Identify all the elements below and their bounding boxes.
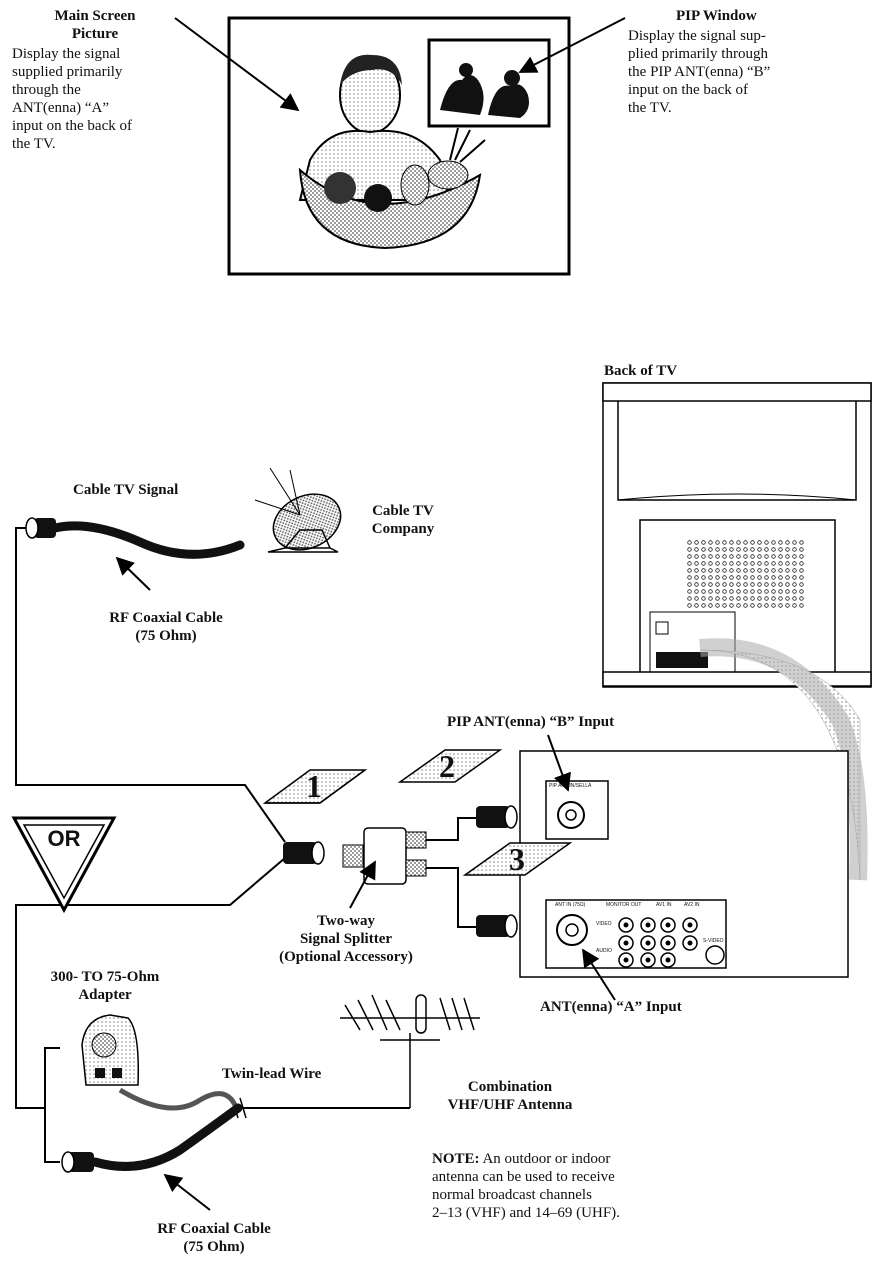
pip-window-description: Display the signal sup- plied primarily … [628, 27, 848, 117]
jack-ant-label: ANT IN (75Ω) [555, 902, 585, 908]
splitter-label: Two-way Signal Splitter (Optional Access… [258, 912, 434, 966]
pip-ant-b-label: PIP ANT(enna) “B” Input [447, 713, 614, 731]
bottom-coax-cable [62, 1108, 238, 1172]
antenna-label: Combination VHF/UHF Antenna [430, 1078, 590, 1114]
ant-a-label: ANT(enna) “A” Input [540, 998, 682, 1016]
note-label: NOTE: [432, 1151, 480, 1167]
cable-tv-company-label: Cable TV Company [358, 502, 448, 538]
adapter-label: 300- TO 75-Ohm Adapter [30, 968, 180, 1004]
jack-monitor-label: MONITOR OUT [606, 902, 641, 908]
step-1-label: 1 [294, 768, 334, 804]
satellite-dish [255, 468, 350, 560]
connector-b [476, 806, 517, 828]
connector-a [476, 915, 517, 937]
top-coax-cable [26, 518, 240, 554]
pip-window-frame [429, 40, 549, 126]
jack-av2-label: AV2 IN [684, 902, 699, 908]
adapter-device [82, 1015, 235, 1108]
jack-audio-label: AUDIO [596, 948, 612, 954]
step-3-label: 3 [497, 841, 537, 877]
jack-av1-label: AV1 IN [656, 902, 671, 908]
note-text: NOTE: An outdoor or indoor antenna can b… [432, 1150, 732, 1222]
pip-window-title: PIP Window [676, 7, 856, 25]
back-of-tv-label: Back of TV [604, 362, 677, 380]
cable-tv-signal-label: Cable TV Signal [73, 481, 178, 499]
step-2-label: 2 [427, 748, 467, 784]
rf-coax-bottom-label: RF Coaxial Cable (75 Ohm) [126, 1220, 302, 1256]
jack-svideo-label: S-VIDEO [703, 938, 724, 944]
or-label: OR [34, 826, 94, 852]
arrow-rf-bottom [165, 1175, 210, 1210]
twin-lead-label: Twin-lead Wire [222, 1065, 321, 1083]
main-screen-title: Main Screen Picture [20, 7, 170, 43]
jack-video-label: VIDEO [596, 921, 612, 927]
arrow-splitter [350, 862, 375, 908]
arrow-rf-top [117, 558, 150, 590]
splitter-device [343, 828, 426, 884]
main-screen-description: Display the signal supplied primarily th… [12, 45, 182, 153]
rf-coax-top-label: RF Coaxial Cable (75 Ohm) [78, 609, 254, 645]
jack-pip-label: PIP ANT IN/SELLA [549, 783, 591, 789]
wire-cable-to-splitter [16, 528, 285, 842]
splitter-in-connector [283, 842, 324, 864]
